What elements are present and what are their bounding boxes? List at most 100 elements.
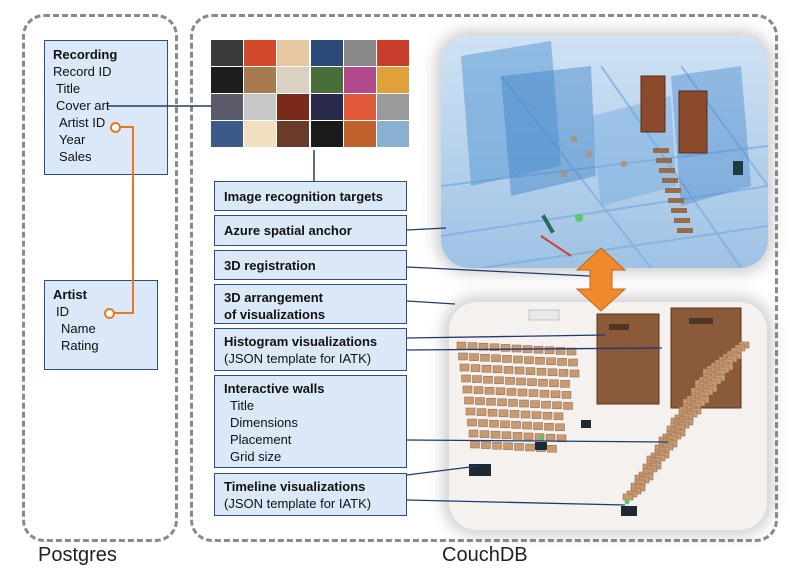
histogram-bar bbox=[553, 412, 564, 421]
histogram-bar bbox=[459, 363, 470, 372]
foreign-key-connector bbox=[112, 126, 134, 314]
field-record-id: Record ID bbox=[53, 64, 112, 79]
histogram-bar bbox=[517, 388, 528, 397]
field-name: Name bbox=[61, 321, 96, 336]
album-cover bbox=[376, 40, 409, 66]
histogram-bar bbox=[544, 346, 555, 355]
album-cover bbox=[376, 121, 409, 147]
histogram-bar bbox=[555, 347, 566, 355]
histogram-bar bbox=[525, 443, 535, 452]
registration-box: 3D registration bbox=[214, 250, 407, 280]
histogram-bar bbox=[546, 357, 556, 366]
album-cover bbox=[343, 40, 376, 66]
histogram-bar bbox=[467, 418, 477, 427]
recording-table: Recording Record ID Title Cover art Arti… bbox=[44, 40, 168, 175]
histogram-bar bbox=[557, 358, 567, 366]
field-sales: Sales bbox=[59, 149, 92, 164]
histogram-bar bbox=[494, 376, 504, 385]
histogram-bar bbox=[566, 347, 577, 356]
couchdb-label: CouchDB bbox=[442, 544, 528, 566]
field-year: Year bbox=[59, 132, 86, 147]
histogram-bar bbox=[489, 419, 499, 428]
histogram-bar bbox=[560, 380, 570, 388]
histogram-bar bbox=[506, 388, 517, 396]
azure-anchor-box: Azure spatial anchor bbox=[214, 215, 407, 246]
postgres-label: Postgres bbox=[38, 544, 117, 566]
artist-pk-dot bbox=[104, 308, 115, 319]
histogram-bar bbox=[475, 397, 485, 405]
histogram-bar bbox=[497, 398, 507, 407]
histogram-bar bbox=[539, 389, 550, 398]
histogram-bar bbox=[519, 399, 529, 408]
histogram-bar bbox=[464, 396, 474, 405]
histogram-bar bbox=[555, 423, 565, 432]
field-id: ID bbox=[56, 304, 69, 319]
histogram-bar bbox=[525, 367, 536, 375]
histogram-wall-bars bbox=[456, 341, 580, 453]
histogram-bar bbox=[531, 411, 542, 419]
histogram-bar bbox=[527, 378, 537, 386]
histogram-bar bbox=[528, 389, 539, 397]
histogram-bar bbox=[535, 356, 545, 365]
album-cover bbox=[211, 40, 244, 66]
album-cover bbox=[343, 121, 376, 147]
histogram-bar bbox=[549, 379, 559, 388]
histogram-bar bbox=[516, 377, 526, 386]
timeline-bars bbox=[622, 341, 750, 501]
histogram-bar bbox=[568, 358, 578, 367]
histogram-bar bbox=[469, 353, 479, 361]
album-cover bbox=[277, 40, 310, 66]
histogram-bar bbox=[514, 366, 525, 375]
histogram-bar bbox=[552, 401, 562, 410]
histogram-bar bbox=[478, 419, 488, 427]
image-recognition-box: Image recognition targets bbox=[214, 181, 407, 211]
histogram-bar bbox=[486, 397, 496, 406]
visualization-arrangement-photo bbox=[449, 302, 767, 530]
histogram-bar bbox=[470, 364, 481, 372]
histogram-bar bbox=[569, 369, 580, 378]
field-title: Title bbox=[56, 81, 81, 96]
album-cover bbox=[310, 121, 343, 147]
arrangement-box: 3D arrangement of visualizations bbox=[214, 284, 407, 324]
album-cover bbox=[343, 67, 376, 93]
histogram-bar bbox=[524, 356, 534, 364]
field-cover-art: Cover art bbox=[56, 98, 110, 113]
histogram-bar bbox=[500, 344, 511, 352]
histogram-bar bbox=[558, 369, 569, 377]
timeline-box: Timeline visualizations (JSON template f… bbox=[214, 473, 407, 516]
histogram-bar bbox=[491, 354, 501, 363]
album-cover bbox=[277, 121, 310, 147]
histogram-bar bbox=[502, 355, 512, 363]
field-artist-id: Artist ID bbox=[59, 115, 106, 130]
album-cover bbox=[343, 94, 376, 120]
histogram-bar bbox=[508, 399, 518, 407]
album-cover-grid bbox=[211, 40, 410, 148]
histogram-bar bbox=[505, 377, 515, 385]
histogram-bar bbox=[483, 375, 493, 384]
histogram-bar bbox=[465, 407, 476, 416]
field-rating: Rating bbox=[61, 338, 99, 353]
histogram-bar bbox=[500, 420, 510, 429]
histogram-bar bbox=[481, 364, 492, 373]
visualization-scene bbox=[449, 302, 767, 530]
histogram-bar bbox=[492, 441, 502, 450]
album-cover bbox=[211, 94, 244, 120]
histogram-bar bbox=[538, 378, 548, 387]
histogram-bar bbox=[544, 422, 554, 431]
histogram-bar bbox=[495, 387, 506, 396]
histogram-bar bbox=[520, 410, 531, 419]
histogram-bar bbox=[472, 375, 482, 383]
recording-table-title: Recording bbox=[53, 47, 118, 62]
interactive-walls-box: Interactive walls Title Dimensions Place… bbox=[214, 375, 407, 468]
histogram-bar bbox=[536, 367, 547, 376]
histogram-bar bbox=[492, 365, 503, 374]
histogram-bar bbox=[550, 390, 561, 399]
album-cover bbox=[376, 67, 409, 93]
histogram-bar bbox=[503, 366, 514, 374]
album-cover bbox=[310, 67, 343, 93]
album-cover bbox=[211, 121, 244, 147]
album-cover bbox=[244, 94, 277, 120]
album-cover bbox=[244, 40, 277, 66]
histogram-bar bbox=[476, 408, 487, 416]
